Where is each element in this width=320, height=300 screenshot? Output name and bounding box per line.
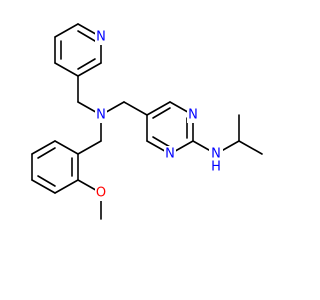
bond bbox=[37, 175, 56, 187]
bond bbox=[54, 62, 79, 77]
atom-label: N bbox=[165, 147, 175, 162]
atom-label: N bbox=[96, 108, 106, 123]
bond bbox=[152, 136, 171, 148]
bond bbox=[77, 62, 102, 77]
molecule-diagram: N N N N N H O bbox=[31, 23, 263, 220]
atom-nh: N H bbox=[209, 146, 223, 175]
bond bbox=[54, 23, 79, 38]
atom-label: N bbox=[96, 30, 106, 45]
atom-label: N bbox=[188, 108, 198, 123]
bond bbox=[31, 179, 56, 194]
pyridine-ring bbox=[54, 23, 102, 77]
bond bbox=[54, 140, 79, 155]
bond bbox=[77, 30, 96, 42]
atom-label: N bbox=[211, 147, 221, 162]
bond-ch2-pyrimidine bbox=[123, 101, 148, 116]
molecule-structure: N N N N N H O bbox=[31, 23, 263, 220]
atom-n-pyrimidine-upper: N bbox=[187, 107, 199, 123]
atom-label-hydrogen: H bbox=[211, 160, 221, 175]
bond bbox=[54, 179, 79, 194]
bond-isopropyl-methyl bbox=[238, 140, 263, 155]
atom-label: O bbox=[96, 186, 106, 201]
atom-n-pyrimidine-lower: N bbox=[164, 146, 176, 162]
bond-ch2-benzyl bbox=[77, 140, 102, 155]
atom-o-methoxy: O bbox=[95, 185, 107, 201]
bond bbox=[77, 58, 96, 70]
bond bbox=[31, 140, 56, 155]
atom-n-amine: N bbox=[95, 107, 107, 123]
benzene-ring bbox=[31, 140, 79, 194]
atom-n-pyridine: N bbox=[95, 29, 107, 45]
bond bbox=[152, 107, 171, 119]
bond bbox=[146, 101, 171, 116]
bond bbox=[37, 147, 56, 159]
